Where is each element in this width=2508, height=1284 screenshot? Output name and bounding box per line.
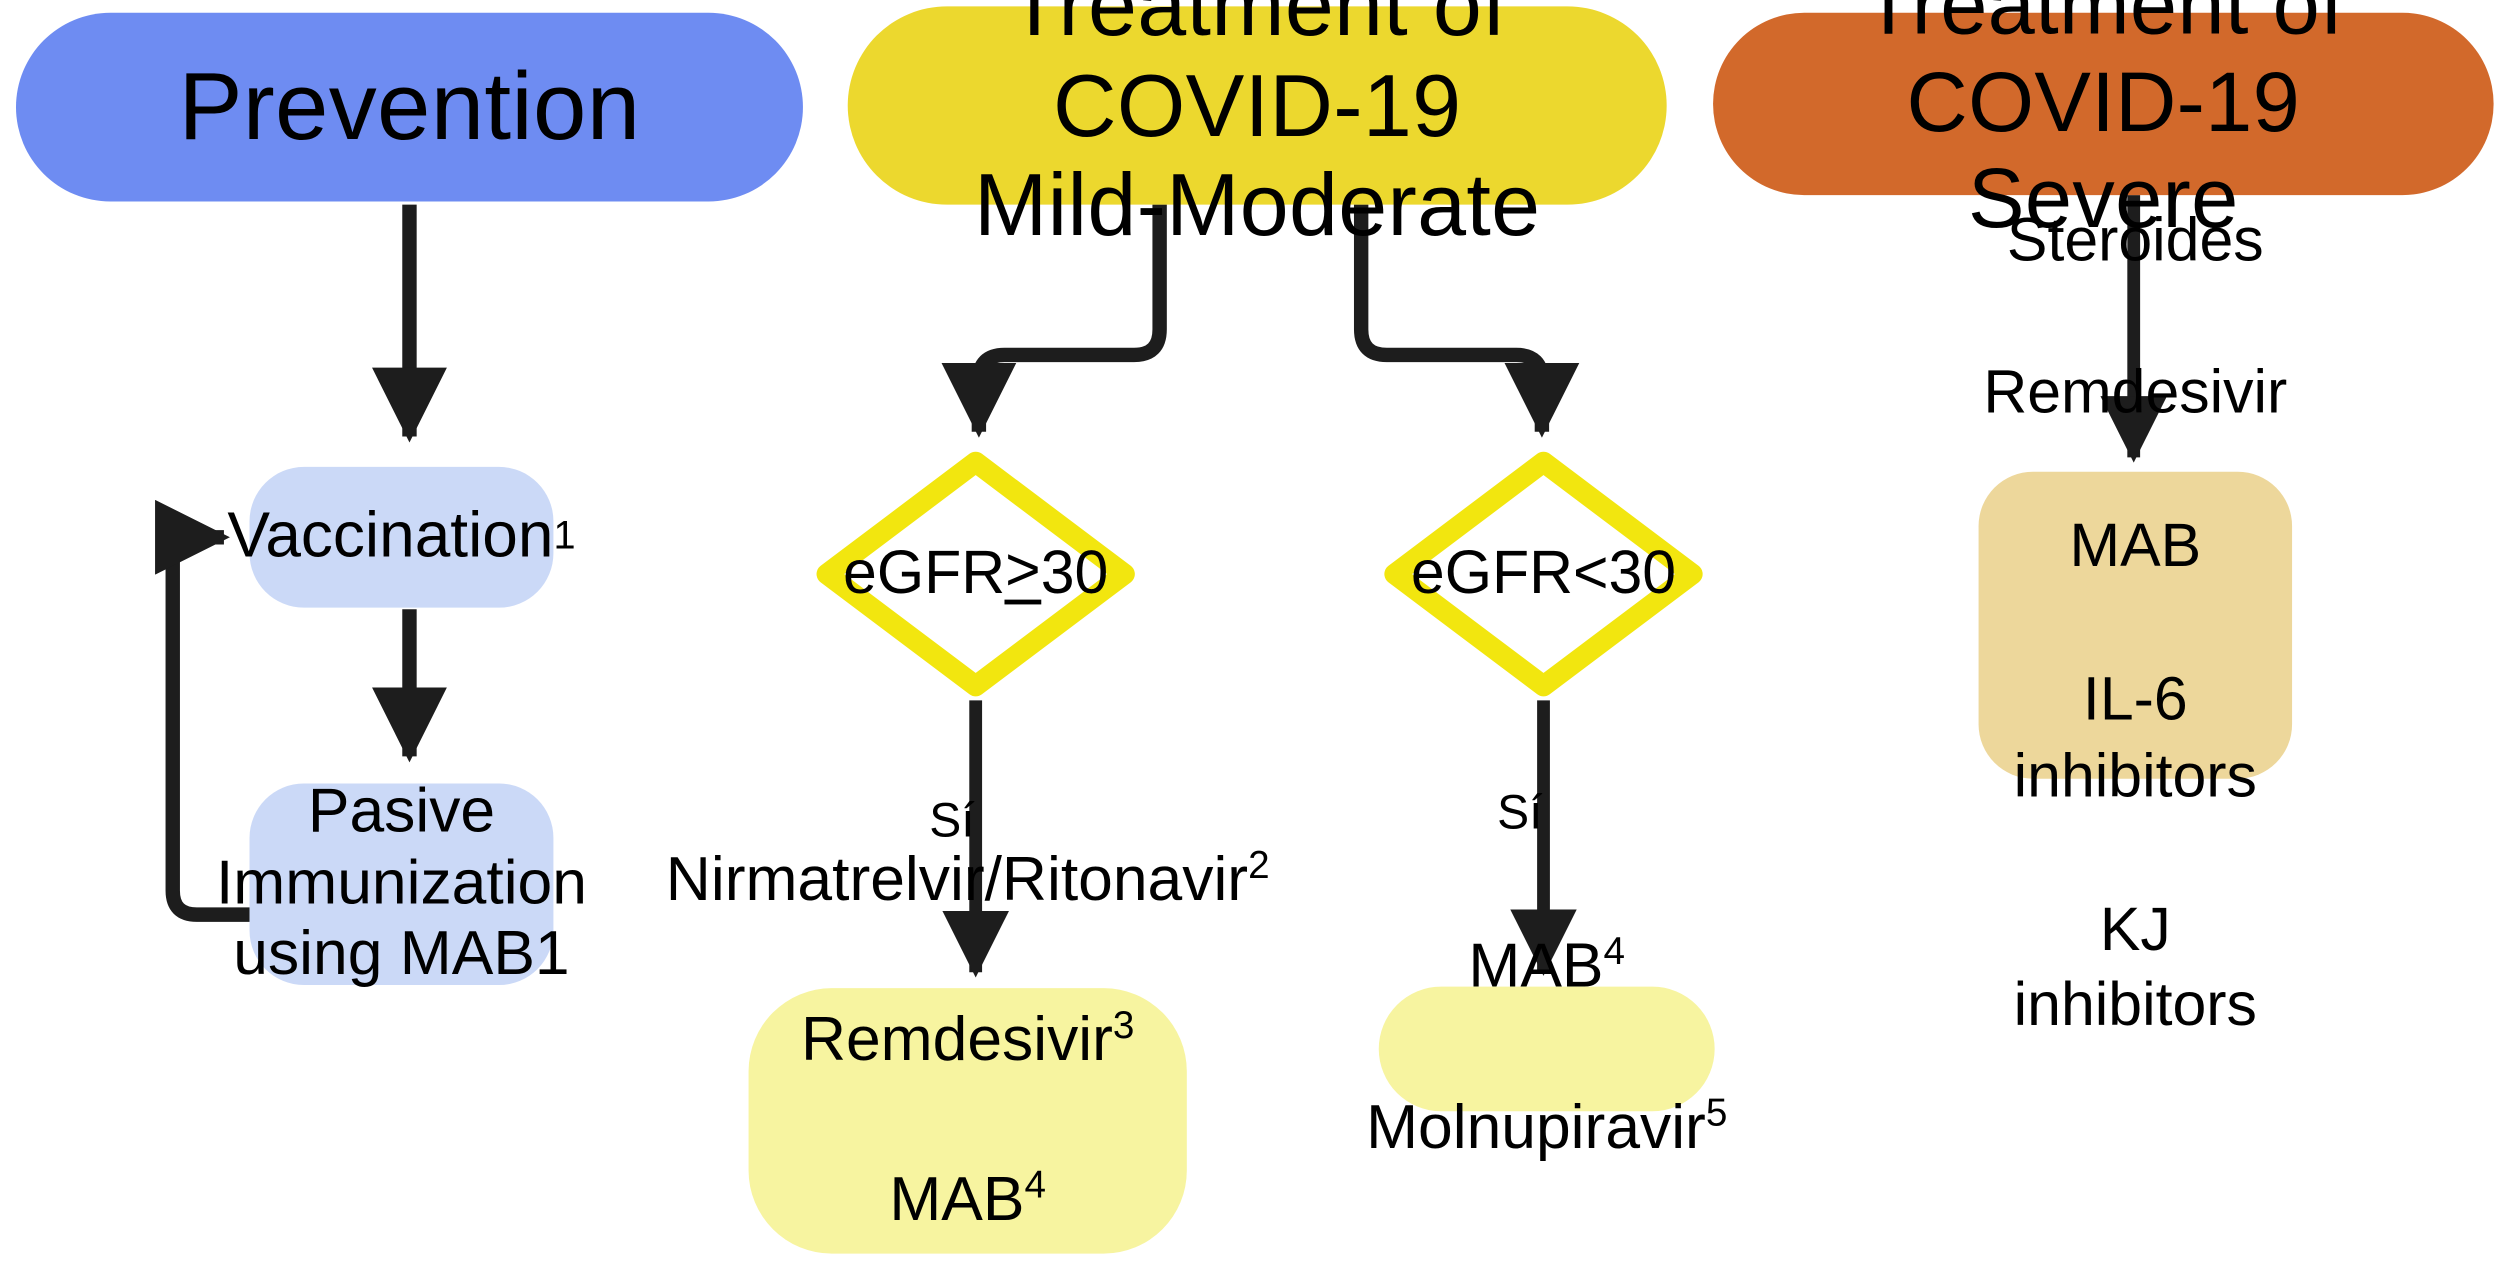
outcome-severe-drugs[interactable]: Steroides Remdesivir MAB IL-6 inhibitors… <box>1978 207 2293 1040</box>
drug-name: Molnupiravir <box>1366 1094 1706 1164</box>
mild-moderate-header-node[interactable]: Treatment of COVID-19 Mild-Moderate <box>847 0 1667 255</box>
drug-footnote: 5 <box>1705 1092 1728 1136</box>
prevention-header-node[interactable]: Prevention <box>15 12 803 202</box>
drug-name: Remdesivir <box>800 1005 1113 1075</box>
drug-list-item: MAB <box>2069 513 2202 581</box>
edge-label-si-right: Sí <box>1497 786 1543 840</box>
drug-footnote: 3 <box>1112 1004 1135 1048</box>
drug-list-item: Nirmatrelvir/Ritonavir2 <box>666 842 1270 922</box>
drug-footnote: 2 <box>1248 844 1270 888</box>
drug-list-item: KJ inhibitors <box>2013 896 2257 1041</box>
drug-name: MAB <box>1468 932 1604 1001</box>
drug-list-item: Remdesivir3 <box>666 1001 1270 1081</box>
decision-egfr-lt30-label: eGFR<30 <box>1410 539 1677 607</box>
drug-name: Nirmatrelvir/Ritonavir <box>665 846 1249 916</box>
drug-footnote: 4 <box>1603 930 1626 974</box>
drug-list-item: Molnupiravir5 <box>1366 1089 1727 1170</box>
egfr-value: 30 <box>1040 539 1109 607</box>
drug-list-item: MAB4 <box>1366 927 1727 1008</box>
drug-list: MAB4 Molnupiravir5 <box>1366 846 1727 1251</box>
drug-list: Nirmatrelvir/Ritonavir2 Remdesivir3 MAB4… <box>666 762 1270 1284</box>
outcome-egfr-lt30-drugs[interactable]: MAB4 Molnupiravir5 <box>1366 932 1727 1163</box>
decision-egfr-ge30-label: eGFR>30 <box>813 448 1139 701</box>
drug-list-item: Remdesivir <box>1983 360 2288 428</box>
passive-immunization-node[interactable]: Pasive Immunization using MAB1 <box>215 777 587 989</box>
decision-egfr-lt30[interactable]: eGFR<30 <box>1380 448 1706 701</box>
edge-label-si-left: Sí <box>929 794 975 848</box>
egfr-prefix: eGFR <box>843 539 1006 607</box>
drug-list-item: MAB4 <box>666 1161 1270 1241</box>
drug-list-item: Steroides <box>2006 207 2264 275</box>
drug-list-item: IL-6 inhibitors <box>2013 666 2257 811</box>
diamond-shape-icon <box>1384 451 1703 697</box>
drug-footnote: 4 <box>1024 1163 1047 1208</box>
outcome-egfr-ge30-drugs[interactable]: Nirmatrelvir/Ritonavir2 Remdesivir3 MAB4… <box>666 846 1270 1254</box>
greater-or-equal-glyph: > <box>1005 536 1041 606</box>
drug-name: MAB <box>889 1165 1025 1235</box>
decision-egfr-ge30[interactable]: eGFR>30 <box>813 448 1139 701</box>
diamond-shape-icon <box>816 451 1135 697</box>
severe-header-node[interactable]: Treatment of COVID-19 Severe <box>1713 0 2494 247</box>
drug-list: Steroides Remdesivir MAB IL-6 inhibitors… <box>1979 128 2293 1123</box>
vaccination-label: Vaccination <box>227 500 554 572</box>
